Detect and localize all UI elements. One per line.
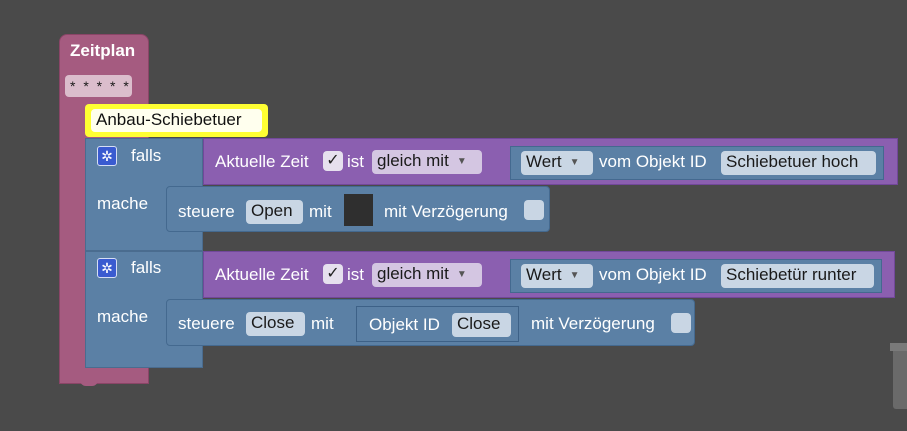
delay-checkbox[interactable] [671, 313, 691, 333]
control-label: steuere [178, 314, 235, 333]
trash-icon[interactable] [893, 343, 907, 409]
cron-field[interactable]: * * * * * [65, 75, 132, 97]
control-label: steuere [178, 202, 235, 221]
value-dropdown[interactable]: Wert▼ [521, 151, 593, 175]
target-field[interactable]: Close [246, 312, 305, 336]
object-id-field[interactable]: Schiebetuer hoch [721, 151, 876, 175]
object-label: vom Objekt ID [599, 265, 707, 284]
delay-label: mit Verzögerung [531, 314, 655, 333]
check-box[interactable]: ✓ [323, 264, 343, 284]
comment-text: Anbau-Schiebetuer [91, 109, 262, 132]
target-field[interactable]: Open [246, 200, 303, 224]
block-gap [86, 250, 203, 252]
trash-lid [890, 343, 907, 351]
object-label: vom Objekt ID [599, 152, 707, 171]
chevron-down-icon: ▼ [569, 157, 580, 168]
delay-checkbox[interactable] [524, 200, 544, 220]
do-label: mache [97, 194, 149, 213]
check-box[interactable]: ✓ [323, 151, 343, 171]
chevron-down-icon: ▼ [456, 156, 467, 167]
if-label: falls [131, 258, 162, 277]
time-label: Aktuelle Zeit [215, 265, 309, 284]
schedule-bottom-notch [80, 378, 98, 386]
do-label: mache [97, 307, 149, 326]
is-label: ist [347, 152, 364, 171]
chevron-down-icon: ▼ [456, 269, 467, 280]
if-label: falls [131, 146, 162, 165]
operator-dropdown[interactable]: gleich mit▼ [372, 263, 482, 287]
value-dropdown[interactable]: Wert▼ [521, 264, 593, 288]
schedule-title: Zeitplan [70, 41, 136, 60]
chevron-down-icon: ▼ [569, 270, 580, 281]
delay-label: mit Verzögerung [384, 202, 508, 221]
gear-icon[interactable]: ✲ [97, 146, 117, 166]
object-id-value-field[interactable]: Close [452, 313, 511, 337]
gear-icon[interactable]: ✲ [97, 258, 117, 278]
with-label: mit [311, 314, 334, 333]
object-id-label: Objekt ID [369, 315, 440, 334]
object-id-field[interactable]: Schiebetür runter [721, 264, 874, 288]
with-label: mit [309, 202, 332, 221]
empty-input-slot[interactable] [344, 194, 373, 226]
operator-dropdown[interactable]: gleich mit▼ [372, 150, 482, 174]
is-label: ist [347, 265, 364, 284]
time-label: Aktuelle Zeit [215, 152, 309, 171]
